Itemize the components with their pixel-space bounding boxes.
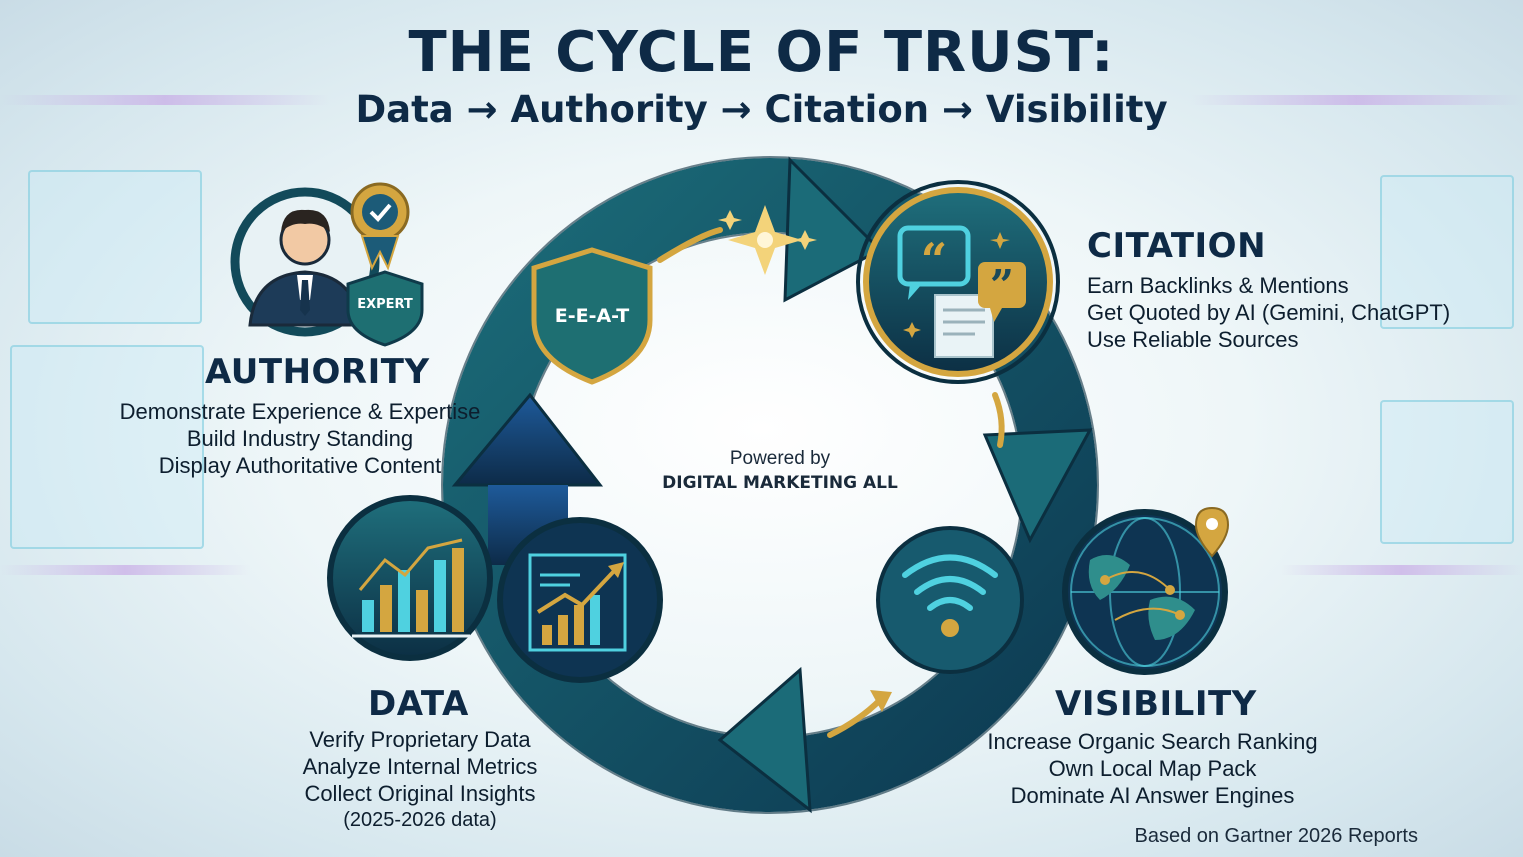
authority-line-1: Demonstrate Experience & Expertise — [119, 399, 481, 424]
gold-flow-bottom-head — [870, 690, 892, 712]
visibility-line-2: Own Local Map Pack — [1048, 756, 1257, 781]
gold-flow-bottom — [827, 697, 883, 738]
sparkle-icon — [718, 205, 817, 275]
visibility-line-1: Increase Organic Search Ranking — [987, 729, 1318, 754]
page-title: THE CYCLE OF TRUST: — [408, 20, 1115, 85]
visibility-lines: Increase Organic Search Ranking Own Loca… — [960, 728, 1345, 809]
data-line-1: Verify Proprietary Data — [309, 727, 531, 752]
visibility-line-3: Dominate AI Answer Engines — [1010, 783, 1295, 808]
wifi-signal-icon — [902, 554, 998, 637]
powered-by-label: Powered by — [729, 448, 831, 469]
bg-screen-right-1 — [1380, 175, 1514, 329]
authority-line-2: Build Industry Standing — [186, 426, 414, 451]
svg-text:”: ” — [990, 261, 1014, 310]
authority-line-3: Display Authoritative Content — [158, 453, 442, 478]
award-badge-icon — [350, 182, 410, 271]
data-line-3: Collect Original Insights — [304, 781, 536, 806]
expert-badge-label: EXPERT — [357, 297, 413, 312]
brand-name: DIGITAL MARKETING ALL — [662, 473, 898, 493]
bg-light-strip-right — [1190, 95, 1523, 105]
citation-line-1: Earn Backlinks & Mentions — [1087, 273, 1349, 298]
bg-screen-right-2 — [1380, 400, 1514, 544]
authority-lines: Demonstrate Experience & Expertise Build… — [100, 398, 500, 479]
data-line-2: Analyze Internal Metrics — [302, 754, 538, 779]
bg-screen-left-2 — [10, 345, 204, 549]
data-lines: Verify Proprietary Data Analyze Internal… — [260, 726, 580, 834]
arrow-head-top — [783, 156, 883, 303]
citation-line-3: Use Reliable Sources — [1087, 327, 1299, 352]
shield-label: E-E-A-T — [555, 305, 630, 327]
footer-source: Based on Gartner 2026 Reports — [1134, 825, 1418, 847]
trend-medallion — [497, 517, 663, 683]
shield-icon — [531, 247, 653, 385]
arrow-head-right — [982, 428, 1093, 544]
bg-light-strip-left — [0, 95, 330, 105]
cycle-ring-edge-outer — [441, 156, 1099, 814]
globe-pin-icon — [1070, 506, 1230, 667]
citation-line-2: Get Quoted by AI (Gemini, ChatGPT) — [1087, 300, 1451, 325]
svg-text:“: “ — [921, 233, 947, 287]
expert-shield-badge — [346, 270, 424, 347]
authority-heading: AUTHORITY — [205, 352, 430, 392]
gold-flow-top — [657, 227, 723, 263]
arrow-head-bottom — [717, 666, 812, 814]
citation-lines: Earn Backlinks & Mentions Get Quoted by … — [1087, 272, 1450, 353]
page-subtitle: Data → Authority → Citation → Visibility — [355, 88, 1168, 131]
bg-light-strip-left-low — [0, 565, 250, 575]
bar-chart-icon — [352, 538, 470, 638]
quote-bubble-icon: “ ” — [897, 225, 1026, 358]
gold-flow-right — [992, 392, 1005, 448]
trend-chart-icon — [528, 553, 627, 652]
bg-light-strip-right-low — [1280, 565, 1523, 575]
data-note: (2025-2026 data) — [343, 809, 497, 831]
bg-screen-left-1 — [28, 170, 202, 324]
data-heading: DATA — [368, 684, 469, 724]
visibility-heading: VISIBILITY — [1055, 684, 1257, 724]
citation-heading: CITATION — [1087, 226, 1267, 266]
